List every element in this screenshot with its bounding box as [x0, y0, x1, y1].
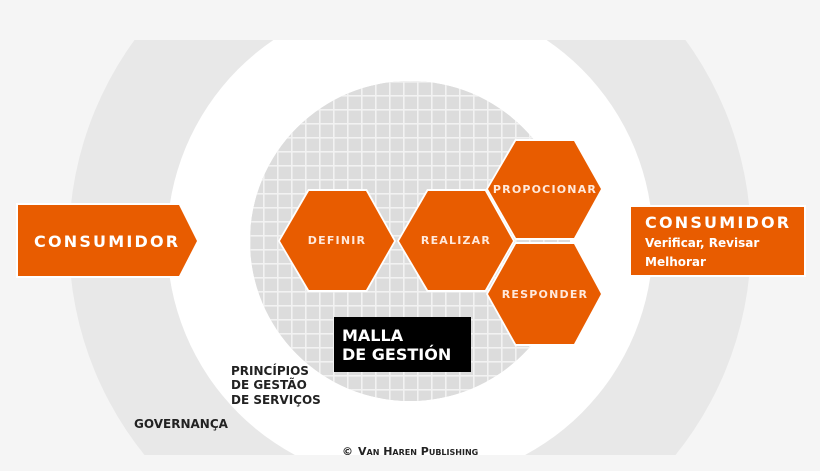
hexagon-definir-label: DEFINIR	[308, 234, 366, 247]
left-consumer-box: CONSUMIDOR	[16, 203, 200, 278]
principles-line2: DE GESTÃO	[231, 377, 307, 392]
right-consumer-line2: Melhorar	[645, 255, 706, 269]
copyright-text: Van Haren Publishing	[358, 445, 478, 458]
copyright-symbol: ©	[342, 445, 353, 458]
principles-line1: PRINCÍPIOS	[231, 363, 309, 378]
hexagon-propocionar-label: PROPOCIONAR	[493, 183, 597, 196]
right-consumer-title: CONSUMIDOR	[645, 213, 791, 232]
hexagon-realizar: REALIZAR	[397, 189, 515, 292]
principles-label: PRINCÍPIOS DE GESTÃO DE SERVIÇOS	[231, 363, 321, 407]
right-consumer-box: CONSUMIDOR Verificar, Revisar Melhorar	[629, 205, 806, 277]
mesh-label-box: MALLA DE GESTIÓN	[334, 317, 471, 372]
left-consumer-title: CONSUMIDOR	[34, 232, 180, 251]
hexagon-realizar-label: REALIZAR	[421, 234, 491, 247]
hexagon-responder-label: RESPONDER	[502, 288, 588, 301]
mesh-label-line2: DE GESTIÓN	[342, 345, 451, 364]
hexagon-definir: DEFINIR	[278, 189, 396, 292]
principles-line3: DE SERVIÇOS	[231, 393, 321, 407]
governance-label: GOVERNANÇA	[134, 417, 229, 431]
mesh-label-line1: MALLA	[342, 326, 404, 345]
hexagon-propocionar: PROPOCIONAR	[486, 139, 603, 240]
copyright-notice: © Van Haren Publishing	[342, 445, 478, 458]
right-consumer-line1: Verificar, Revisar	[645, 236, 759, 250]
hexagon-responder: RESPONDER	[486, 242, 603, 346]
